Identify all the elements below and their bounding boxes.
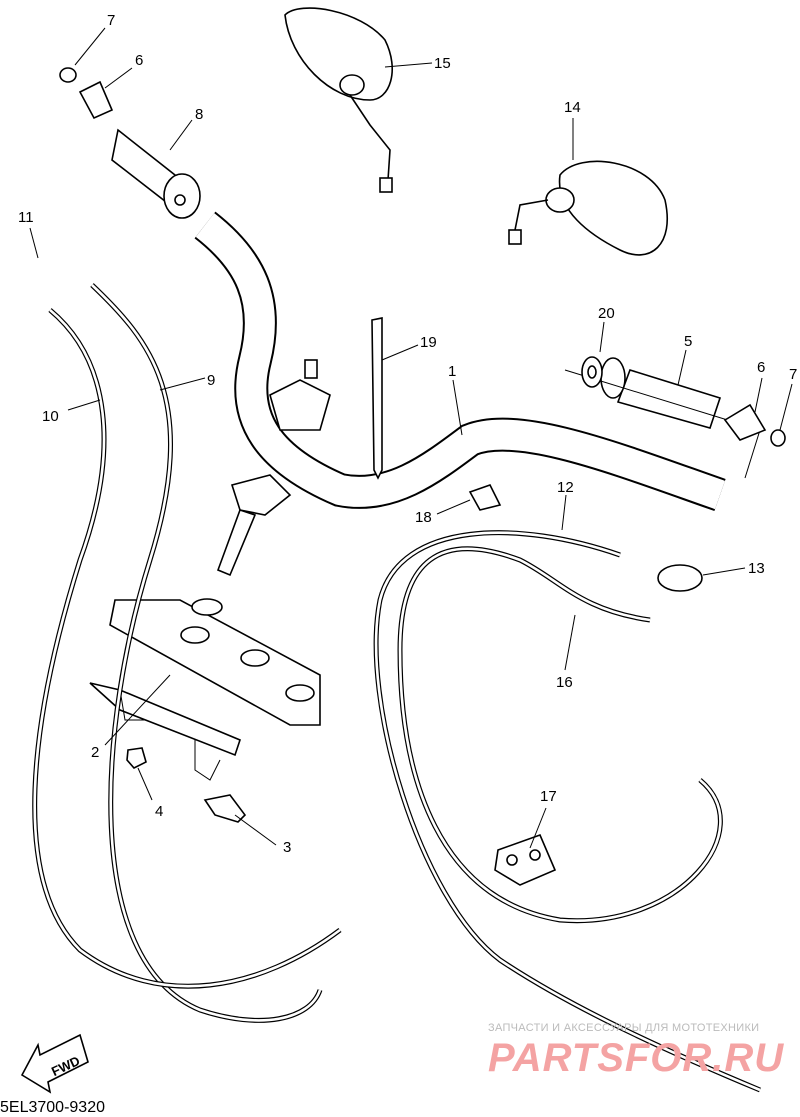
callout-18: 18 bbox=[415, 509, 432, 526]
clamp-18 bbox=[468, 484, 502, 511]
left-grip bbox=[111, 128, 201, 219]
callout-5: 5 bbox=[684, 333, 692, 350]
bar-end-weights bbox=[59, 67, 786, 447]
callout-13: 13 bbox=[748, 560, 765, 577]
mirror-15 bbox=[284, 7, 393, 193]
callout-20: 20 bbox=[598, 305, 615, 322]
callout-11: 11 bbox=[18, 209, 34, 226]
washer-20 bbox=[581, 356, 603, 388]
watermark-logo: PARTSFOR.RU bbox=[488, 1036, 785, 1080]
callout-19: 19 bbox=[420, 334, 437, 351]
callout-12: 12 bbox=[557, 479, 574, 496]
handlebar bbox=[194, 211, 726, 512]
throttle-cable-9 bbox=[90, 283, 323, 1023]
callout-3: 3 bbox=[283, 839, 291, 856]
callout-15: 15 bbox=[434, 55, 451, 72]
callout-7: 7 bbox=[107, 12, 115, 29]
callout-6b: 6 bbox=[757, 359, 765, 376]
switch-13 bbox=[657, 564, 703, 592]
callout-17: 17 bbox=[540, 788, 557, 805]
upper-bracket bbox=[109, 598, 321, 726]
leader-lines bbox=[29, 27, 793, 849]
callout-2: 2 bbox=[91, 744, 99, 761]
callout-1: 1 bbox=[448, 363, 456, 380]
handlebar-holder bbox=[216, 359, 331, 577]
clutch-cable-12 bbox=[373, 530, 761, 1093]
diagram-code: 5EL3700-9320 bbox=[0, 1099, 105, 1116]
holder-17 bbox=[494, 833, 557, 886]
nut-4 bbox=[126, 747, 147, 769]
callout-8: 8 bbox=[195, 106, 203, 123]
callout-14: 14 bbox=[564, 99, 581, 116]
mirror-14 bbox=[508, 160, 668, 256]
callout-16: 16 bbox=[556, 674, 573, 691]
callouts: 7 6 8 15 14 11 9 10 19 1 20 5 6 7 12 18 … bbox=[18, 12, 797, 856]
callout-7b: 7 bbox=[789, 366, 797, 383]
fwd-arrow-icon: FWD bbox=[20, 1033, 89, 1094]
cable-guide-2 bbox=[89, 682, 241, 781]
callout-4: 4 bbox=[155, 803, 163, 820]
watermark-tagline: ЗАПЧАСТИ И АКСЕССУАРЫ ДЛЯ МОТОТЕХНИКИ bbox=[488, 1022, 760, 1034]
callout-6: 6 bbox=[135, 52, 143, 69]
cable-16 bbox=[397, 546, 723, 924]
throttle-cable-10 bbox=[32, 308, 342, 989]
callout-9: 9 bbox=[207, 372, 215, 389]
callout-10: 10 bbox=[42, 408, 59, 425]
cable-tie-19 bbox=[371, 317, 383, 480]
